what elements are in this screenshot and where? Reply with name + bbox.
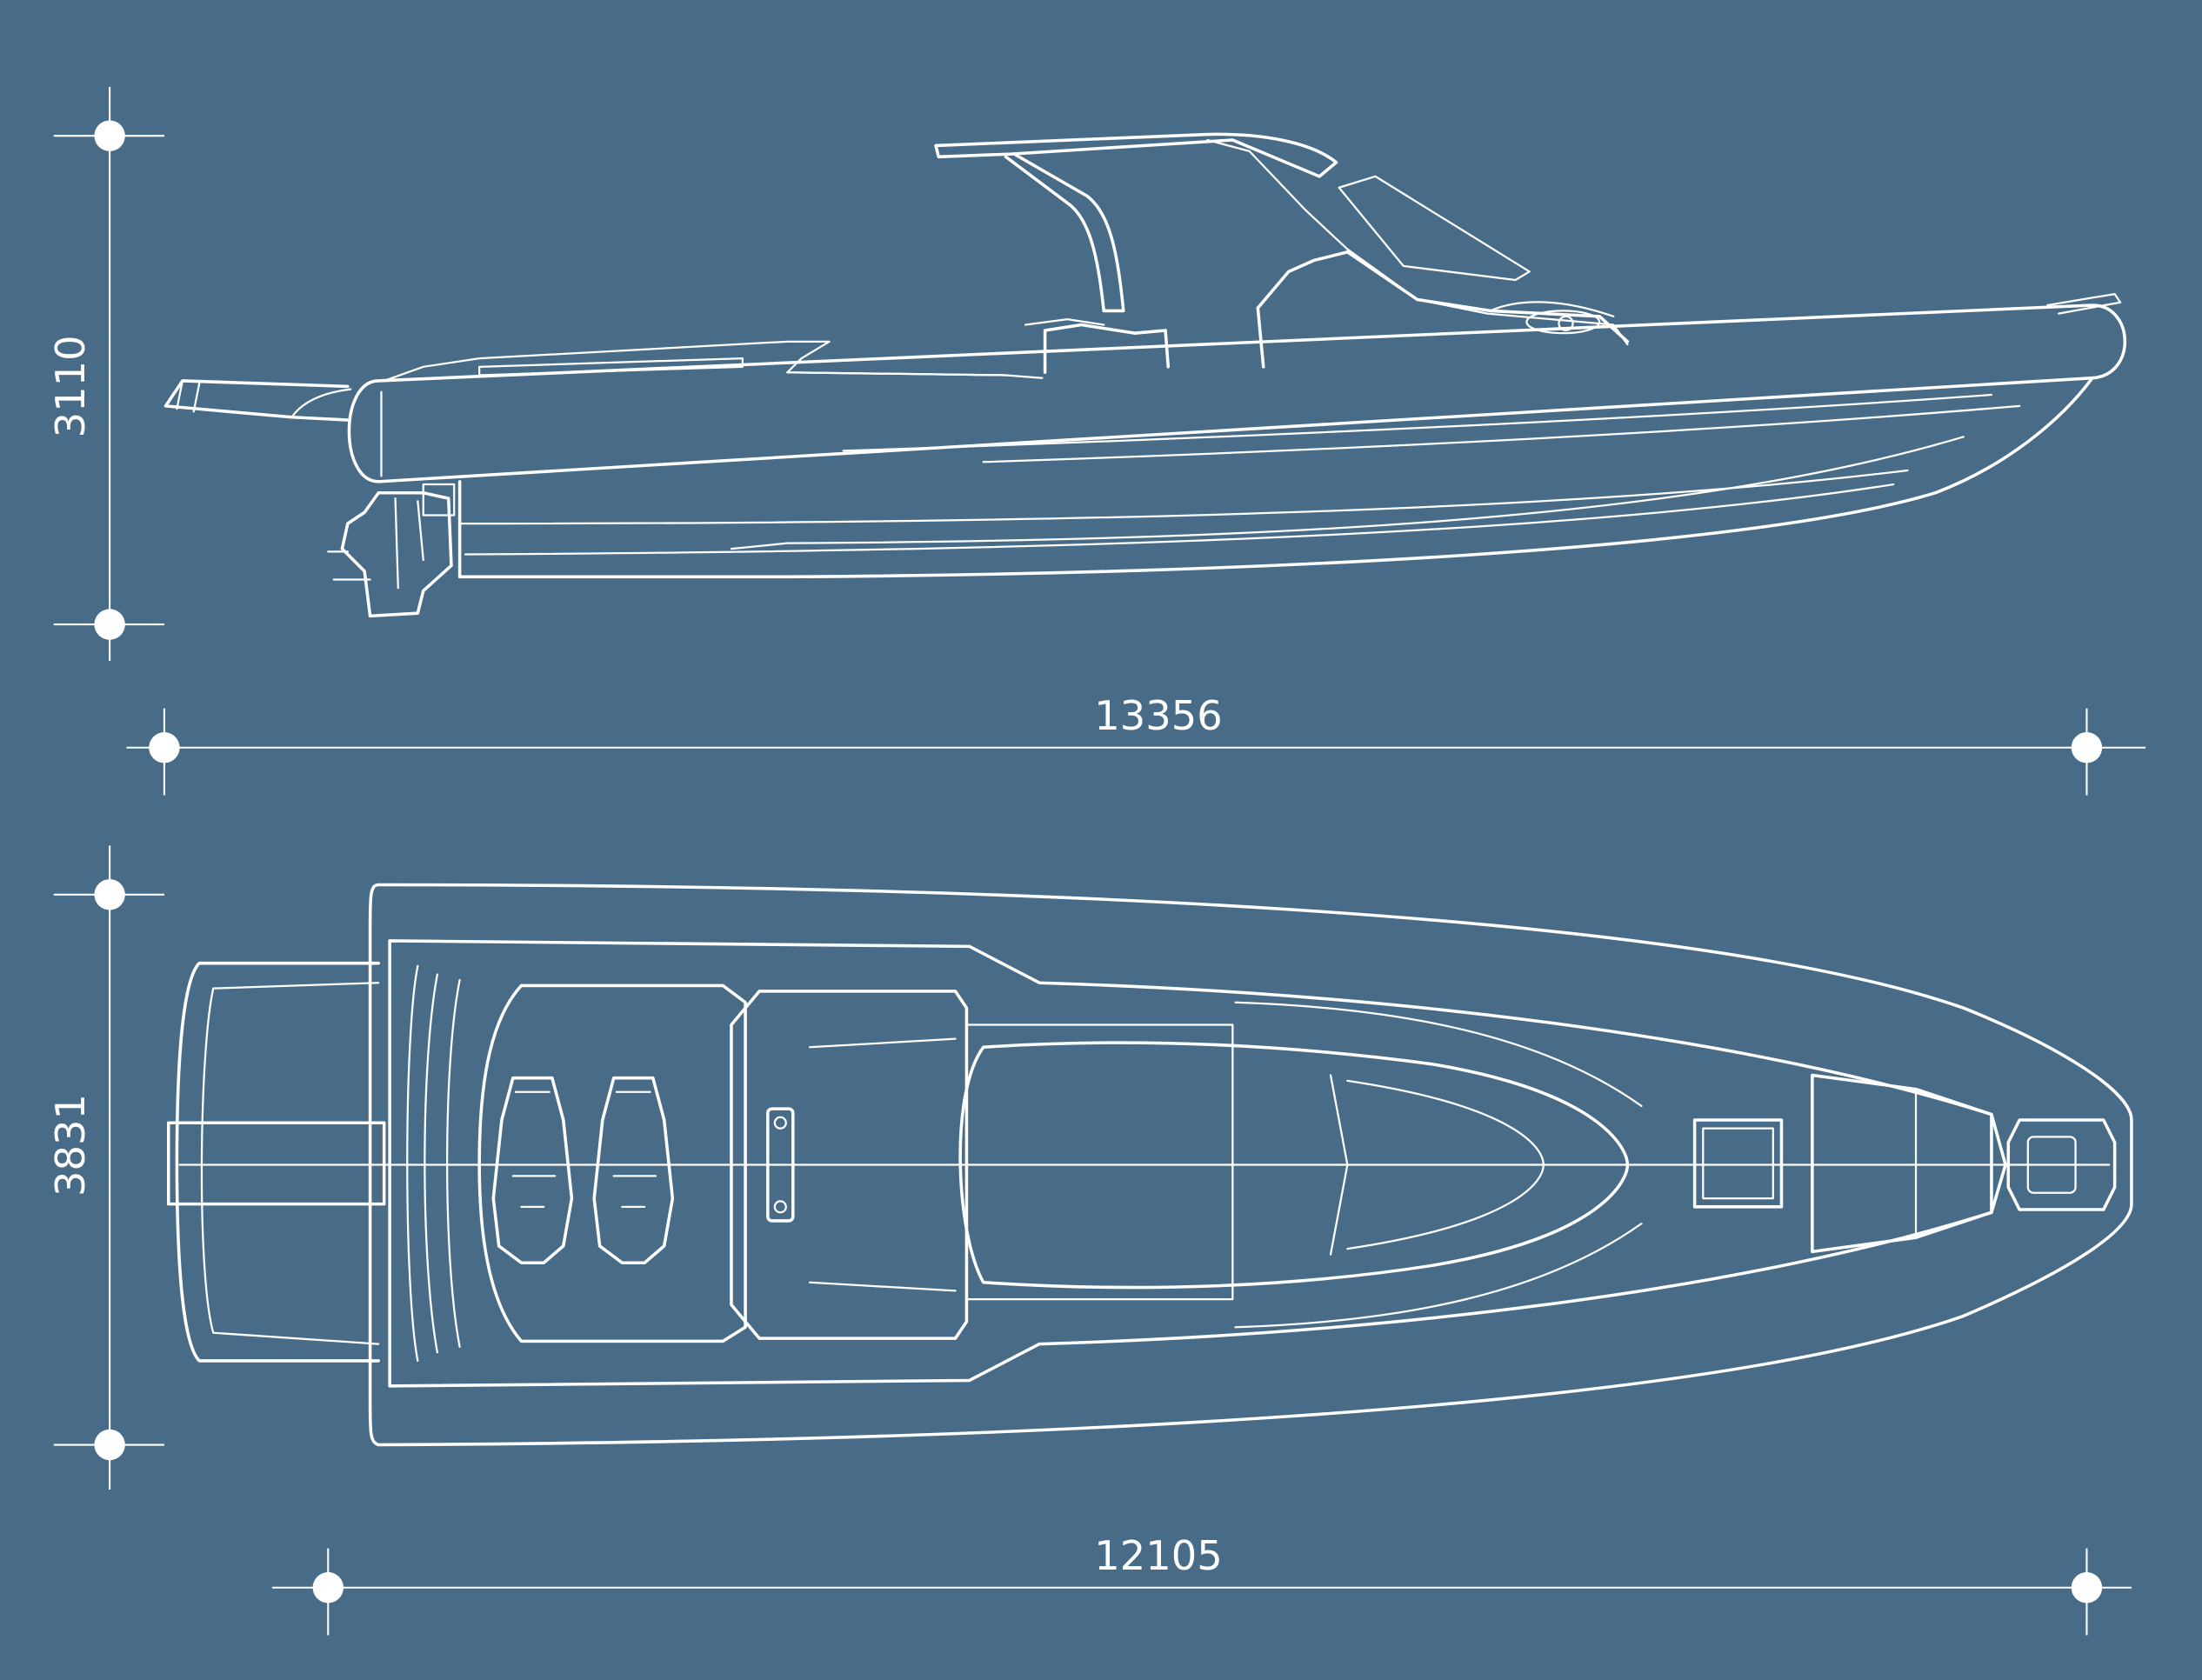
outboard-engine	[340, 490, 453, 618]
dimension-overall-length: 13356	[126, 692, 2146, 796]
cockpit-seating	[730, 990, 969, 1340]
toy-bay	[477, 983, 747, 1343]
platform-hatch	[166, 1121, 386, 1206]
anchor-locker	[2006, 1118, 2117, 1211]
side-height-label: 3110	[47, 335, 94, 437]
overall-length-label: 13356	[1094, 692, 1222, 739]
dimension-marker	[94, 1429, 125, 1461]
swim-platform	[163, 379, 350, 422]
console	[1256, 250, 1630, 369]
plan-beam-label: 3831	[47, 1094, 94, 1197]
sun-pad	[1811, 1073, 1993, 1254]
dimension-side-height: 3110	[47, 86, 164, 661]
plan-tube-outline	[368, 883, 2133, 1447]
helm-seat	[1043, 323, 1171, 375]
seabob-left	[491, 1076, 574, 1264]
dimension-marker	[312, 1572, 344, 1603]
bow-hatch	[1692, 1118, 1784, 1209]
side-hull	[457, 376, 2094, 579]
dimension-marker	[94, 609, 125, 640]
t-top	[934, 132, 1338, 178]
dimension-marker	[94, 879, 125, 910]
plan-length-label: 12105	[1094, 1532, 1222, 1579]
dimension-marker	[149, 732, 180, 763]
dimension-marker	[2071, 1572, 2103, 1603]
windscreen	[958, 1041, 1630, 1290]
dimension-marker	[94, 120, 125, 151]
side-tube	[347, 303, 2127, 483]
plan-deck	[388, 939, 2007, 1388]
dimension-marker	[2071, 732, 2103, 763]
plan-view-boat	[166, 883, 2133, 1447]
seabob-right	[592, 1076, 675, 1264]
dimension-plan-beam: 3831	[47, 845, 164, 1490]
dimension-plan-length: 12105	[271, 1532, 2132, 1636]
plan-swim-platform	[175, 961, 381, 1363]
side-view-boat	[163, 132, 2127, 618]
